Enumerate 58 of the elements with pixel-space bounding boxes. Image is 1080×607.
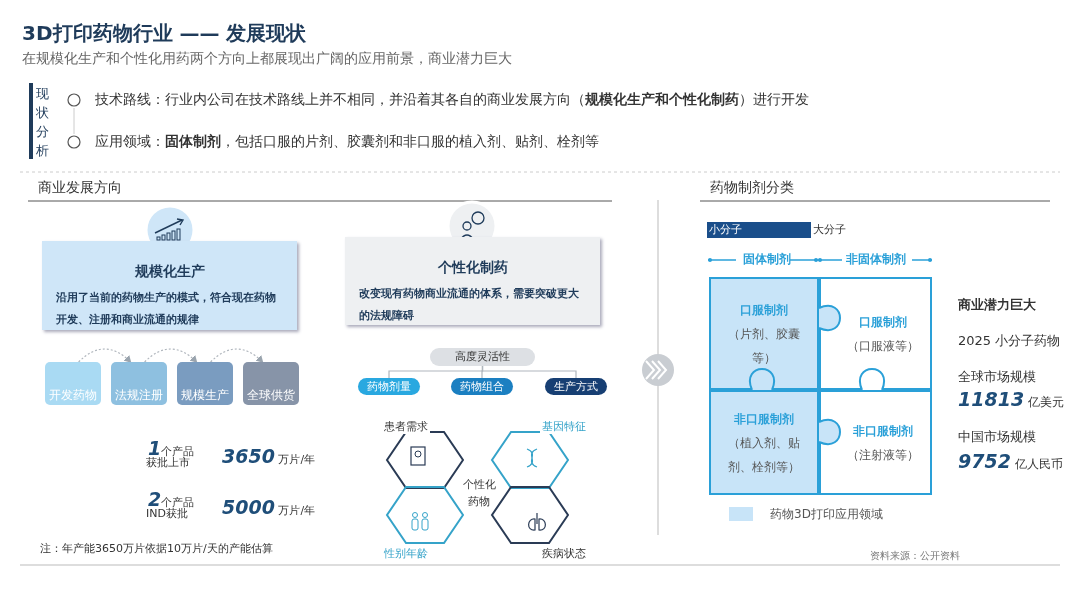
stat-text: 全球市场规模 bbox=[958, 368, 1036, 386]
piece-text: （口服液等） bbox=[846, 337, 919, 355]
stat-value: 11813 亿美元 bbox=[958, 388, 1064, 411]
card-title: 规模化生产 bbox=[133, 263, 206, 281]
bracket-label: 固体制剂 bbox=[743, 251, 791, 268]
hexagon-label: 基因特征 bbox=[540, 419, 588, 434]
card-text: 改变现有药物商业流通的体系，需要突破更大的法规障碍 bbox=[359, 286, 580, 324]
bullet-text: 技术路线：行业内公司在技术路线上并不相同，并沿着其各自的商业发展方向（规模化生产和个性化制药）进行开发 bbox=[95, 91, 809, 109]
stat-text: 商业潜力巨大 bbox=[958, 296, 1036, 314]
capacity-value: 5000 万片/年 bbox=[222, 496, 316, 518]
piece-title: 口服制剂 bbox=[740, 301, 788, 319]
piece-title: 口服制剂 bbox=[858, 313, 907, 331]
hexagon-label: 个性化药物 bbox=[462, 477, 496, 510]
curved-arrow bbox=[144, 348, 198, 363]
bullet-text: 应用领域：固体制剂，包括口服的片剂、胶囊剂和非口服的植入剂、贴剂、栓剂等 bbox=[95, 133, 599, 151]
source-note: 资料来源：公开资料 bbox=[870, 549, 960, 563]
process-box: 规模生产 bbox=[177, 362, 233, 405]
section-heading: 药物制剂分类 bbox=[710, 179, 794, 197]
direction-card bbox=[345, 237, 600, 325]
curved-arrow bbox=[210, 348, 264, 363]
molecule-bar: 小分子 bbox=[707, 222, 811, 238]
hexagon-label: 疾病状态 bbox=[540, 546, 588, 561]
piece-title: 非口服制剂 bbox=[852, 422, 913, 440]
stat-text: 中国市场规模 bbox=[958, 428, 1036, 446]
hexagon-label: 性别年龄 bbox=[382, 546, 430, 561]
hexagon-label: 患者需求 bbox=[382, 419, 430, 434]
process-box: 法规注册 bbox=[111, 362, 167, 405]
process-box: 开发药物 bbox=[45, 362, 101, 405]
capacity-value: 3650 万片/年 bbox=[222, 445, 316, 467]
category-pill: 药物剂量 bbox=[358, 378, 420, 395]
category-pill: 高度灵活性 bbox=[430, 348, 535, 366]
puzzle-piece bbox=[819, 390, 932, 495]
piece-text: （植入剂、贴剂、栓剂等） bbox=[727, 434, 801, 476]
curved-arrow bbox=[78, 348, 132, 363]
product-status: 获批上市 bbox=[146, 456, 190, 470]
stat-text: 2025 小分子药物 bbox=[958, 332, 1061, 350]
card-title: 个性化制药 bbox=[436, 259, 509, 277]
stat-value: 9752 亿人民币 bbox=[958, 450, 1063, 473]
title: 3D打印药物行业 —— 发展现状 bbox=[22, 20, 307, 47]
connector-line bbox=[481, 365, 577, 379]
puzzle-piece bbox=[709, 277, 819, 390]
bracket-label: 非固体制剂 bbox=[846, 251, 906, 268]
card-text: 沿用了当前的药物生产的模式，符合现在药物开发、注册和商业流通的规律 bbox=[56, 290, 277, 328]
bar-label: 大分子 bbox=[813, 222, 846, 238]
piece-title: 非口服制剂 bbox=[734, 410, 794, 428]
category-pill: 生产方式 bbox=[545, 378, 607, 395]
subtitle: 在规模化生产和个性化用药两个方向上都展现出广阔的应用前景，商业潜力巨大 bbox=[22, 50, 512, 68]
process-box: 全球供货 bbox=[243, 362, 299, 405]
direction-card bbox=[42, 241, 297, 330]
side-heading: 现状分析 bbox=[36, 85, 50, 160]
piece-text: （片剂、胶囊等） bbox=[727, 325, 801, 367]
puzzle-piece bbox=[709, 390, 819, 495]
puzzle-piece bbox=[819, 277, 932, 390]
section-heading: 商业发展方向 bbox=[38, 179, 122, 197]
footnote: 注：年产能3650万片依据10万片/天的产能估算 bbox=[40, 541, 273, 556]
category-pill: 药物组合 bbox=[451, 378, 513, 395]
piece-text: （注射液等） bbox=[846, 446, 919, 464]
legend-text: 药物3D打印应用领域 bbox=[770, 506, 883, 523]
